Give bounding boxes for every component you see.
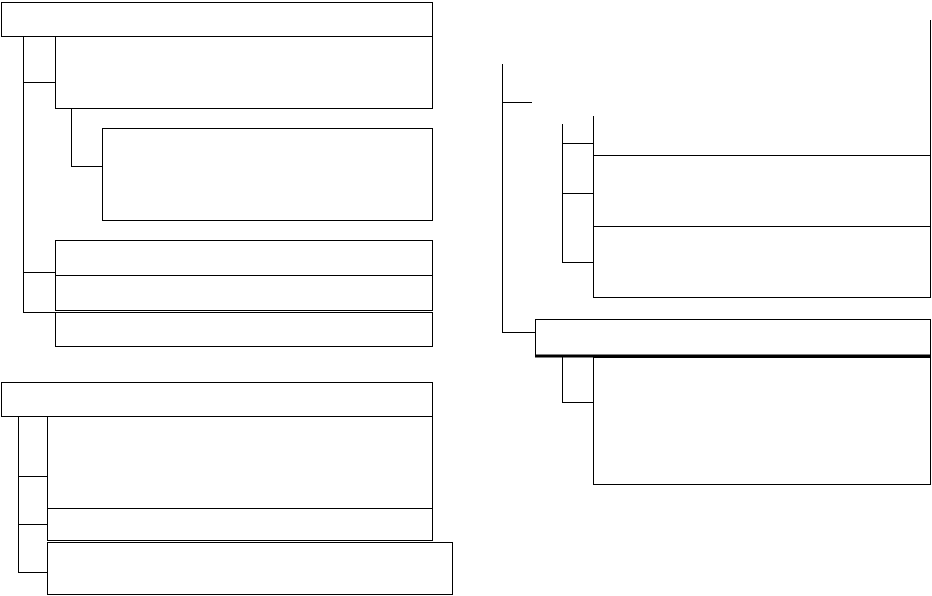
right-bold-header-box — [535, 319, 931, 357]
left-top-child-box-4 — [55, 312, 433, 347]
left-bottom-root-box — [1, 382, 433, 417]
left-bottom-child-box-1 — [47, 416, 433, 509]
right-inner-box-3 — [593, 226, 931, 298]
right-bottom-connector — [562, 357, 593, 403]
left-top-connector — [23, 36, 55, 313]
left-bottom-child-box-3 — [47, 542, 453, 595]
left-top-root-box — [1, 2, 433, 37]
left-top-child-box-2 — [55, 240, 433, 276]
left-bottom-group — [1, 382, 453, 595]
left-bottom-connector — [18, 416, 47, 573]
right-inner-box-2 — [593, 155, 931, 227]
left-top-group — [1, 2, 433, 347]
right-main-connector — [502, 64, 535, 333]
left-top-grandchild-box — [102, 128, 433, 221]
left-top-child-box-3 — [55, 275, 433, 311]
right-bottom-child-box — [593, 357, 931, 485]
left-top-grandchild-connector — [71, 108, 102, 167]
right-group — [502, 20, 931, 485]
left-top-child-box-1 — [55, 36, 433, 109]
left-bottom-child-box-2 — [47, 508, 433, 541]
right-inner-connector — [562, 124, 593, 263]
